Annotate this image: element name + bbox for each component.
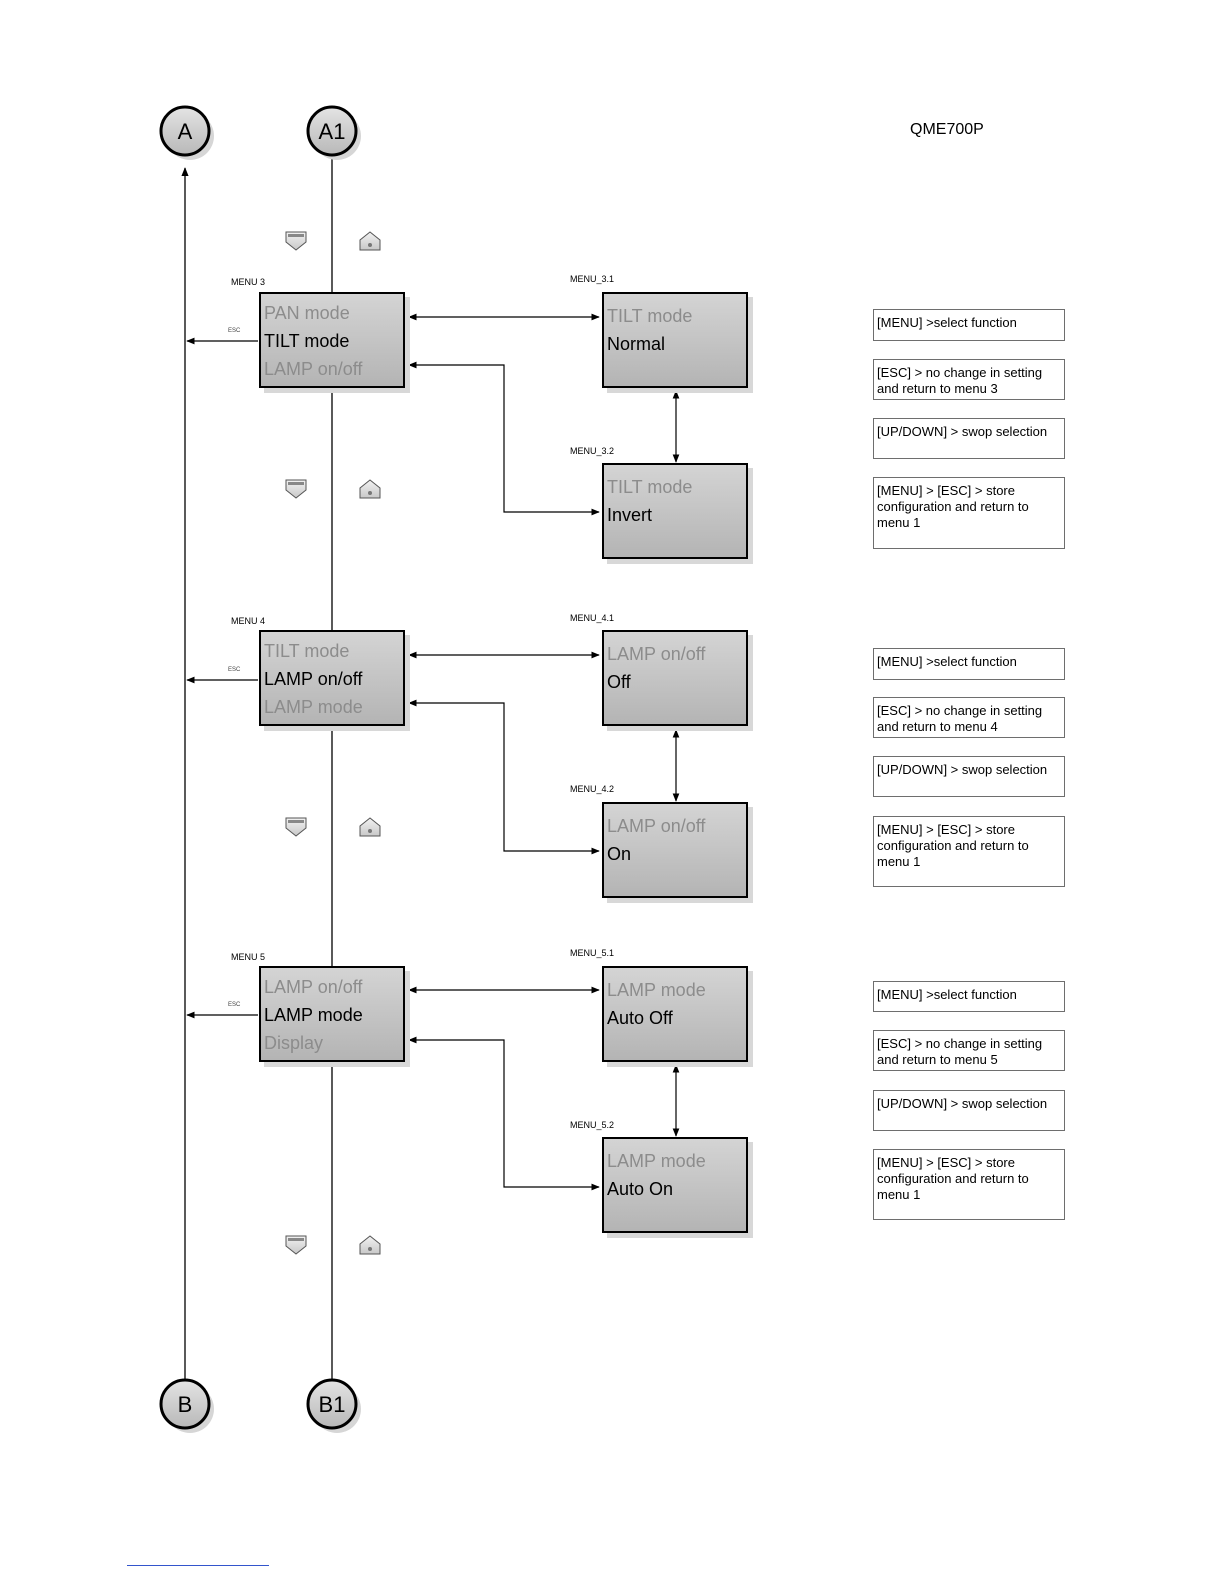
option-screen-3-1[interactable]: TILT mode Normal <box>602 292 748 388</box>
esc-label: ESC <box>228 1002 241 1008</box>
option-title: TILT mode <box>607 306 693 326</box>
menu-line: PAN mode <box>264 303 350 323</box>
connector-b1: B1 <box>306 1378 361 1433</box>
menu-line-selected: TILT mode <box>264 331 350 351</box>
note-store: [MENU] > [ESC] > store configuration and… <box>873 477 1065 549</box>
menu-line: LAMP on/off <box>264 359 363 379</box>
option-value: Invert <box>607 505 653 525</box>
note-up-down: [UP/DOWN] > swop selection <box>873 756 1065 797</box>
menu-screen-5[interactable]: LAMP on/off LAMP mode Display <box>259 966 405 1062</box>
connector-b-label: B <box>178 1392 193 1417</box>
menu-line-selected: LAMP mode <box>264 1005 363 1025</box>
note-esc: [ESC] > no change in setting and return … <box>873 697 1065 738</box>
connector-b1-label: B1 <box>319 1392 346 1417</box>
menu-line-selected: LAMP on/off <box>264 669 363 689</box>
option-label: MENU_4.1 <box>570 613 615 623</box>
down-key-icon <box>285 479 307 499</box>
up-key-icon <box>359 817 381 837</box>
option-screen-3-2[interactable]: TILT mode Invert <box>602 463 748 559</box>
option-title: LAMP mode <box>607 1151 706 1171</box>
note-store: [MENU] > [ESC] > store configuration and… <box>873 816 1065 887</box>
note-up-down: [UP/DOWN] > swop selection <box>873 418 1065 459</box>
option-label: MENU_3.2 <box>570 446 615 456</box>
model-title: QME700P <box>910 121 984 138</box>
connector-a1: A1 <box>306 105 361 160</box>
menu-line: Display <box>264 1033 324 1053</box>
option-screen-4-1[interactable]: LAMP on/off Off <box>602 630 748 726</box>
connector-a: A <box>159 105 214 160</box>
menu-line: TILT mode <box>264 641 350 661</box>
footer-rule <box>127 1565 269 1566</box>
menu-screen-4[interactable]: TILT mode LAMP on/off LAMP mode <box>259 630 405 726</box>
down-key-icon <box>285 231 307 251</box>
note-select-function: [MENU] >select function <box>873 648 1065 680</box>
connector-a1-label: A1 <box>319 119 346 144</box>
option-label: MENU_5.1 <box>570 948 615 958</box>
menu-line: LAMP mode <box>264 697 363 717</box>
down-key-icon <box>285 817 307 837</box>
note-up-down: [UP/DOWN] > swop selection <box>873 1090 1065 1131</box>
down-key-icon <box>285 1235 307 1255</box>
menu-line: LAMP on/off <box>264 977 363 997</box>
option-value: Auto On <box>607 1179 674 1199</box>
link-menu4-to-4-2 <box>408 699 600 855</box>
option-value: On <box>607 844 632 864</box>
menu-label: MENU 4 <box>231 616 266 626</box>
option-title: LAMP mode <box>607 980 706 1000</box>
menu-screen-3[interactable]: PAN mode TILT mode LAMP on/off <box>259 292 405 388</box>
up-key-icon <box>359 479 381 499</box>
connector-b: B <box>159 1378 214 1433</box>
note-esc: [ESC] > no change in setting and return … <box>873 1030 1065 1071</box>
esc-label: ESC <box>228 328 241 334</box>
link-menu3-to-3-2 <box>408 361 600 516</box>
note-select-function: [MENU] >select function <box>873 309 1065 341</box>
option-label: MENU_4.2 <box>570 784 615 794</box>
option-title: LAMP on/off <box>607 816 706 836</box>
option-label: MENU_5.2 <box>570 1120 615 1130</box>
note-store: [MENU] > [ESC] > store configuration and… <box>873 1149 1065 1220</box>
option-screen-5-1[interactable]: LAMP mode Auto Off <box>602 966 748 1062</box>
up-key-icon <box>359 231 381 251</box>
up-key-icon <box>359 1235 381 1255</box>
option-value: Off <box>607 672 631 692</box>
option-title: TILT mode <box>607 477 693 497</box>
link-menu5-to-5-2 <box>408 1036 600 1191</box>
option-screen-4-2[interactable]: LAMP on/off On <box>602 802 748 898</box>
option-title: LAMP on/off <box>607 644 706 664</box>
note-select-function: [MENU] >select function <box>873 981 1065 1012</box>
option-value: Auto Off <box>607 1008 673 1028</box>
option-label: MENU_3.1 <box>570 274 615 284</box>
menu-label: MENU 3 <box>231 277 266 287</box>
connector-a-label: A <box>178 119 193 144</box>
option-screen-5-2[interactable]: LAMP mode Auto On <box>602 1137 748 1233</box>
esc-label: ESC <box>228 667 241 673</box>
menu-label: MENU 5 <box>231 952 266 962</box>
note-esc: [ESC] > no change in setting and return … <box>873 359 1065 400</box>
option-value: Normal <box>607 334 666 354</box>
